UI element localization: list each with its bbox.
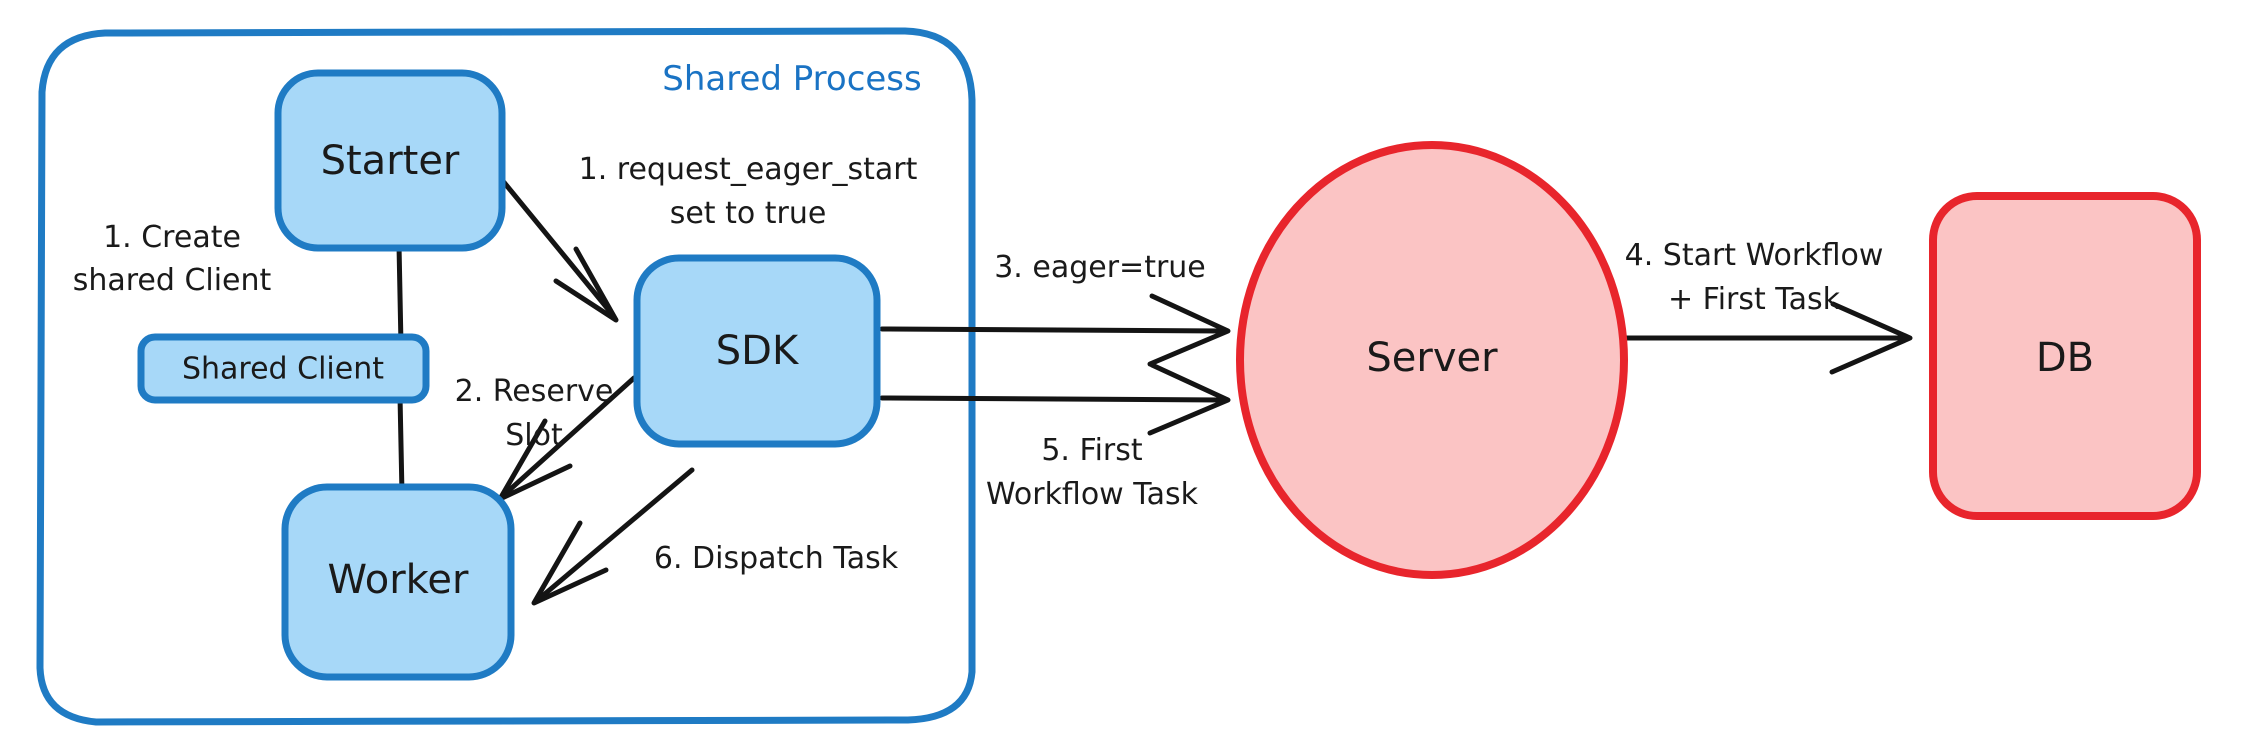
edge-eager-true-line xyxy=(879,326,1225,334)
node-db[interactable]: DB xyxy=(1929,192,2201,520)
node-worker-label: Worker xyxy=(328,557,469,603)
shared-process-label: Shared Process xyxy=(662,59,921,99)
edge-start-workflow-arrowhead xyxy=(1829,301,1913,375)
edge-create-shared-client: 1. Create shared Client xyxy=(73,220,405,497)
node-shared-client-shape[interactable] xyxy=(137,333,430,404)
node-db-label: DB xyxy=(2036,335,2094,381)
edge-dispatch-task: 6. Dispatch Task xyxy=(531,467,899,606)
edge-first-workflow-task-arrowhead xyxy=(1147,362,1231,436)
edge-eager-true-arrowhead xyxy=(1147,293,1231,367)
node-worker[interactable]: Worker xyxy=(281,483,515,681)
edge-create-shared-client-line-bottom xyxy=(397,393,405,497)
node-server[interactable]: Server xyxy=(1236,141,1628,579)
edge-reserve-slot-line xyxy=(502,375,637,497)
edge-start-workflow-label-line-1: + First Task xyxy=(1668,282,1841,317)
edge-request-eager-start-line xyxy=(495,172,615,317)
shared-process-group: Shared Process xyxy=(36,27,976,726)
node-shared-client[interactable]: Shared Client xyxy=(137,333,430,404)
edge-dispatch-task-line xyxy=(537,467,695,601)
edge-first-workflow-task-label-line-0: 5. First xyxy=(1041,433,1143,468)
node-shared-client-label: Shared Client xyxy=(182,352,384,387)
node-worker-shape[interactable] xyxy=(281,483,515,681)
edge-dispatch-task-arrowhead xyxy=(531,520,609,606)
node-server-label: Server xyxy=(1366,335,1498,381)
edge-reserve-slot-label-line-1: Slot xyxy=(505,418,563,453)
edge-dispatch-task-label-line-0: 6. Dispatch Task xyxy=(654,541,899,576)
edge-create-shared-client-label-line-1: shared Client xyxy=(73,263,272,298)
edge-request-eager-start: 1. request_eager_start set to true xyxy=(495,152,918,323)
edge-start-workflow: 4. Start Workflow + First Task xyxy=(1614,238,1913,375)
edge-eager-true: 3. eager=true xyxy=(879,250,1231,367)
node-sdk-shape[interactable] xyxy=(633,254,881,448)
node-db-shape[interactable] xyxy=(1929,192,2201,520)
edge-create-shared-client-label-line-0: 1. Create xyxy=(103,220,241,255)
node-sdk[interactable]: SDK xyxy=(633,254,881,448)
edge-create-shared-client-line-top xyxy=(396,242,404,348)
shared-process-border xyxy=(36,27,976,726)
node-sdk-label: SDK xyxy=(716,328,800,374)
edge-reserve-slot: 2. Reserve Slot xyxy=(455,374,637,502)
edge-request-eager-start-label-line-0: 1. request_eager_start xyxy=(579,152,918,187)
edge-first-workflow-task-line xyxy=(879,395,1225,403)
edge-request-eager-start-arrowhead xyxy=(553,246,619,323)
node-starter[interactable]: Starter xyxy=(274,69,506,252)
node-server-shape[interactable] xyxy=(1236,141,1628,579)
node-starter-shape[interactable] xyxy=(274,69,506,252)
edge-request-eager-start-label-line-1: set to true xyxy=(670,196,827,231)
edge-start-workflow-label-line-0: 4. Start Workflow xyxy=(1625,238,1884,273)
edge-first-workflow-task: 5. First Workflow Task xyxy=(879,362,1231,512)
node-starter-label: Starter xyxy=(321,138,460,184)
edge-first-workflow-task-label-line-1: Workflow Task xyxy=(986,477,1199,512)
edge-eager-true-label-line-0: 3. eager=true xyxy=(994,250,1206,285)
edge-reserve-slot-label-line-0: 2. Reserve xyxy=(455,374,614,409)
